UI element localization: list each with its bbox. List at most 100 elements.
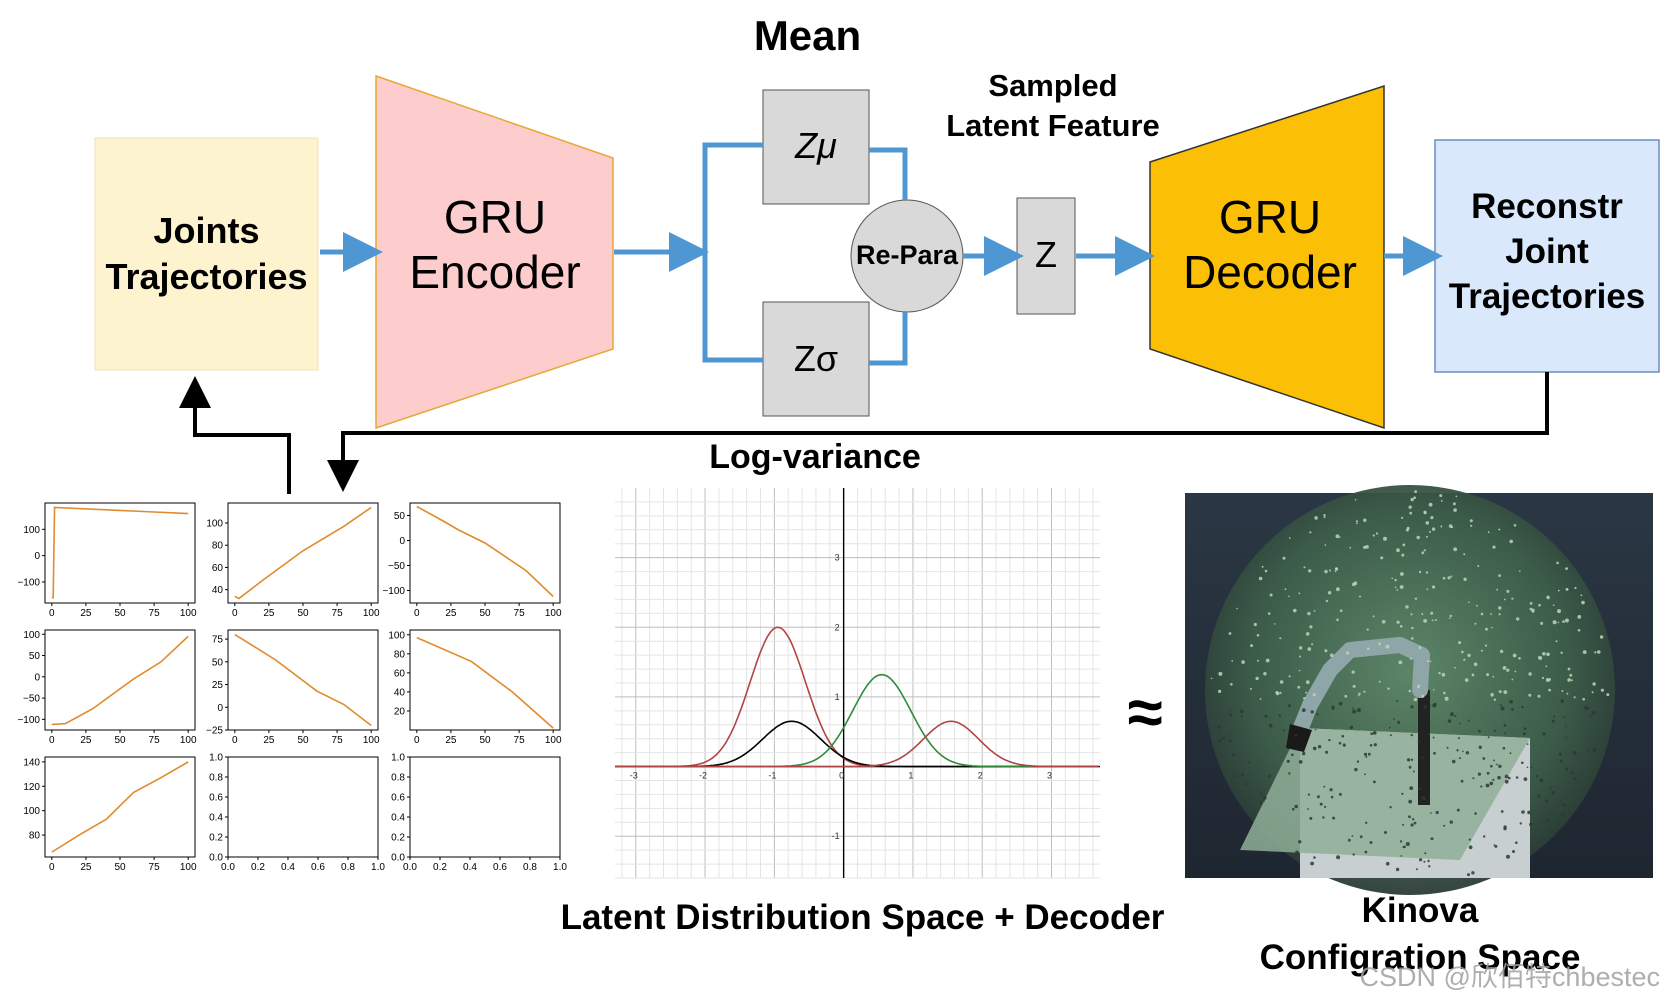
point-cloud-dot — [1273, 623, 1276, 625]
point-cloud-dot — [1334, 570, 1337, 573]
point-cloud-dot — [1477, 565, 1480, 568]
point-cloud-dot — [1425, 521, 1430, 525]
point-cloud-dot — [1261, 565, 1264, 568]
point-cloud-dot — [1526, 766, 1529, 769]
point-cloud-dot — [1310, 710, 1314, 714]
point-cloud-dot — [1253, 622, 1257, 627]
point-cloud-dot — [1409, 511, 1413, 515]
point-cloud-dot — [1444, 696, 1449, 701]
point-cloud-dot — [1432, 703, 1437, 708]
point-cloud-dot — [1458, 641, 1462, 645]
point-cloud-dot — [1247, 761, 1250, 764]
trajectory-line — [51, 506, 189, 599]
point-cloud-dot — [1523, 727, 1527, 731]
point-cloud-dot — [1443, 691, 1446, 695]
point-cloud-dot — [1504, 774, 1509, 779]
point-cloud-dot — [1338, 701, 1343, 706]
point-cloud-dot — [1366, 647, 1370, 650]
y-tick-label: 0.2 — [391, 833, 405, 844]
point-cloud-dot — [1493, 844, 1496, 846]
point-cloud-dot — [1259, 792, 1263, 795]
point-cloud-dot — [1336, 855, 1341, 860]
point-cloud-dot — [1241, 773, 1244, 777]
recon-line-1: Reconstr — [1471, 187, 1623, 226]
point-cloud-dot — [1521, 810, 1525, 814]
point-cloud-dot — [1570, 771, 1574, 774]
point-cloud-dot — [1429, 704, 1431, 707]
point-cloud-dot — [1228, 739, 1232, 743]
point-cloud-dot — [1453, 508, 1457, 512]
point-cloud-dot — [1298, 760, 1303, 764]
point-cloud-dot — [1423, 860, 1426, 863]
point-cloud-dot — [1413, 821, 1417, 825]
point-cloud-dot — [1431, 619, 1434, 622]
point-cloud-dot — [1428, 502, 1433, 507]
kinova-line-2: Configration Space — [1259, 938, 1581, 977]
x-tick-label: 0.4 — [281, 862, 295, 873]
encoder-line-1: GRU — [443, 191, 547, 243]
point-cloud-dot — [1435, 810, 1439, 815]
point-cloud-dot — [1592, 748, 1597, 752]
point-cloud-dot — [1538, 603, 1541, 607]
point-cloud-dot — [1431, 527, 1436, 531]
point-cloud-dot — [1490, 613, 1492, 615]
point-cloud-dot — [1528, 693, 1532, 697]
point-cloud-dot — [1372, 731, 1377, 735]
gauss-y-tick-label: -1 — [832, 831, 840, 841]
y-tick-label: 0.4 — [209, 813, 223, 824]
point-cloud-dot — [1509, 752, 1512, 755]
point-cloud-dot — [1439, 494, 1443, 498]
point-cloud-dot — [1489, 781, 1494, 786]
point-cloud-dot — [1268, 723, 1273, 728]
point-cloud-dot — [1606, 693, 1610, 697]
y-tick-label: −100 — [17, 577, 40, 588]
x-tick-label: 0.8 — [341, 862, 355, 873]
point-cloud-dot — [1499, 704, 1502, 707]
point-cloud-dot — [1541, 676, 1545, 680]
point-cloud-dot — [1564, 725, 1567, 727]
point-cloud-dot — [1426, 588, 1429, 590]
point-cloud-dot — [1312, 746, 1317, 751]
x-tick-label: 0 — [232, 735, 238, 746]
point-cloud-dot — [1572, 750, 1577, 755]
point-cloud-dot — [1264, 569, 1268, 573]
point-cloud-dot — [1364, 773, 1366, 776]
point-cloud-dot — [1396, 700, 1398, 702]
point-cloud-dot — [1394, 578, 1397, 582]
y-tick-label: 20 — [394, 706, 406, 717]
point-cloud-dot — [1574, 586, 1577, 590]
point-cloud-dot — [1511, 678, 1514, 681]
point-cloud-dot — [1411, 818, 1415, 821]
point-cloud-dot — [1385, 861, 1390, 866]
y-tick-label: 75 — [212, 635, 224, 646]
point-cloud-dot — [1324, 544, 1327, 546]
point-cloud-dot — [1540, 621, 1544, 625]
point-cloud-dot — [1357, 694, 1360, 697]
kinova-caption: Kinova Configration Space — [1240, 887, 1600, 981]
point-cloud-dot — [1423, 797, 1426, 801]
point-cloud-dot — [1548, 678, 1551, 681]
point-cloud-dot — [1447, 719, 1452, 723]
point-cloud-dot — [1527, 810, 1531, 815]
point-cloud-dot — [1396, 620, 1400, 624]
watermark: CSDN @欣佰特chbestec — [1359, 962, 1660, 992]
point-cloud-dot — [1565, 767, 1569, 771]
point-cloud-dot — [1440, 525, 1443, 528]
y-tick-label: 80 — [212, 541, 224, 552]
point-cloud-dot — [1423, 619, 1427, 623]
point-cloud-dot — [1349, 725, 1354, 730]
point-cloud-dot — [1327, 591, 1332, 595]
point-cloud-dot — [1294, 734, 1298, 737]
point-cloud-dot — [1573, 777, 1577, 781]
point-cloud-dot — [1597, 650, 1601, 654]
point-cloud-dot — [1463, 553, 1466, 556]
point-cloud-dot — [1408, 765, 1412, 769]
point-cloud-dot — [1385, 644, 1390, 649]
point-cloud-dot — [1478, 729, 1481, 733]
point-cloud-dot — [1537, 794, 1541, 799]
point-cloud-dot — [1416, 535, 1420, 540]
point-cloud-dot — [1397, 720, 1401, 724]
